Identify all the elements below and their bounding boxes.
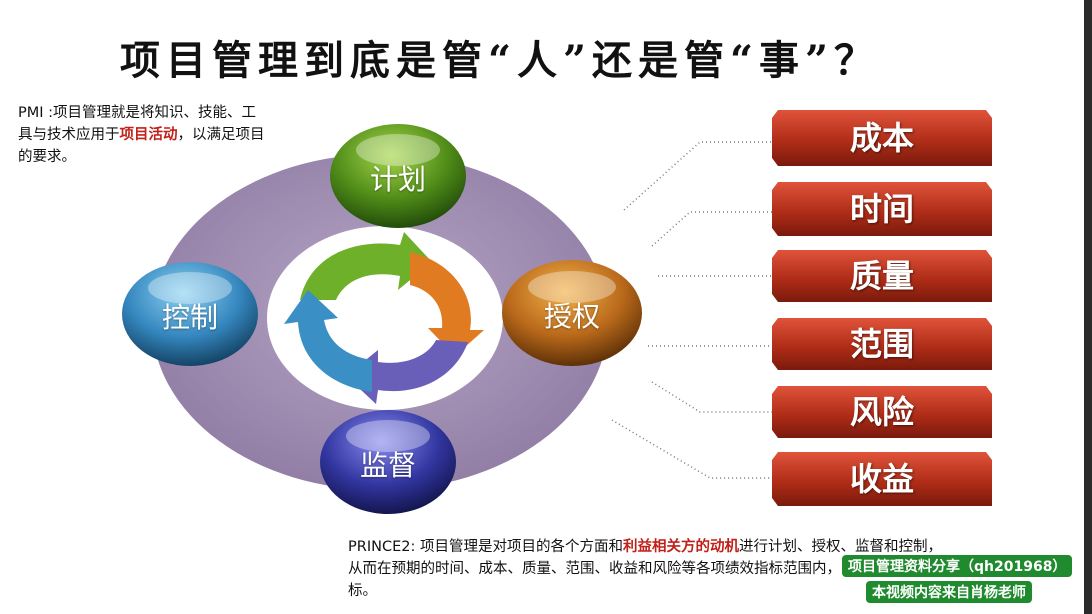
cycle-arrow-green	[300, 232, 432, 300]
item-bar-2	[772, 182, 992, 236]
supervise-orb	[320, 410, 456, 514]
control-label: 控制	[161, 301, 218, 334]
authorize-label: 授权	[543, 300, 600, 333]
item-time: 时间	[849, 190, 914, 228]
connector-5	[651, 381, 772, 413]
page-title: 项目管理到底是管“人”还是管“事”？	[120, 37, 881, 84]
prince2-text: PRINCE2: 项目管理是对项目的各个方面和	[348, 539, 623, 555]
item-risk: 风险	[849, 393, 914, 431]
control-orb-highlight	[148, 272, 232, 304]
cycle-arrow-purple	[346, 340, 468, 404]
prince2-highlight: 利益相关方的动机	[622, 539, 739, 555]
item-cost: 成本	[849, 119, 914, 157]
supervise-label: 监督	[359, 449, 416, 482]
item-scope: 范围	[849, 325, 914, 363]
prince2-text-end: 进行计划、授权、监督和控制，从而在预期的时间、成本、质量、范围、收益和风险等各项…	[348, 539, 942, 599]
pmi-text-end: ，以满足项目的要求。	[18, 127, 265, 165]
pmi-text: PMI :项目管理就是将知识、技能、工具与技术应用于	[18, 105, 257, 143]
pmi-highlight: 项目活动	[119, 127, 178, 143]
control-orb	[122, 262, 258, 366]
plan-label: 计划	[369, 163, 426, 196]
item-bar-1	[772, 110, 992, 166]
connector-6	[611, 419, 772, 479]
connector-2	[651, 211, 772, 247]
connector-1	[623, 141, 772, 211]
supervise-orb-highlight	[346, 420, 430, 452]
authorize-orb	[502, 260, 642, 366]
prince2-definition: PRINCE2: 项目管理是对项目的各个方面和利益相关方的动机进行计划、授权、监…	[348, 536, 948, 602]
item-quality: 质量	[849, 257, 914, 295]
authorize-orb-highlight	[528, 271, 616, 303]
cycle-arrow-orange	[410, 252, 484, 356]
item-benefit: 收益	[849, 460, 914, 498]
watermark-source: 本视频内容来自肖杨老师	[866, 581, 1032, 603]
plan-orb	[330, 124, 466, 228]
item-bars	[772, 110, 992, 506]
item-bar-6	[772, 452, 992, 506]
connector-lines	[611, 141, 772, 479]
watermark-share: 项目管理资料分享（qh201968）	[842, 555, 1073, 577]
cycle-arrow-blue	[284, 290, 372, 392]
item-bar-4	[772, 318, 992, 370]
plan-orb-highlight	[356, 134, 440, 166]
item-bar-5	[772, 386, 992, 438]
right-edge-bar	[1084, 0, 1092, 614]
pmi-definition: PMI :项目管理就是将知识、技能、工具与技术应用于项目活动，以满足项目的要求。	[18, 102, 268, 168]
item-bar-3	[772, 250, 992, 302]
